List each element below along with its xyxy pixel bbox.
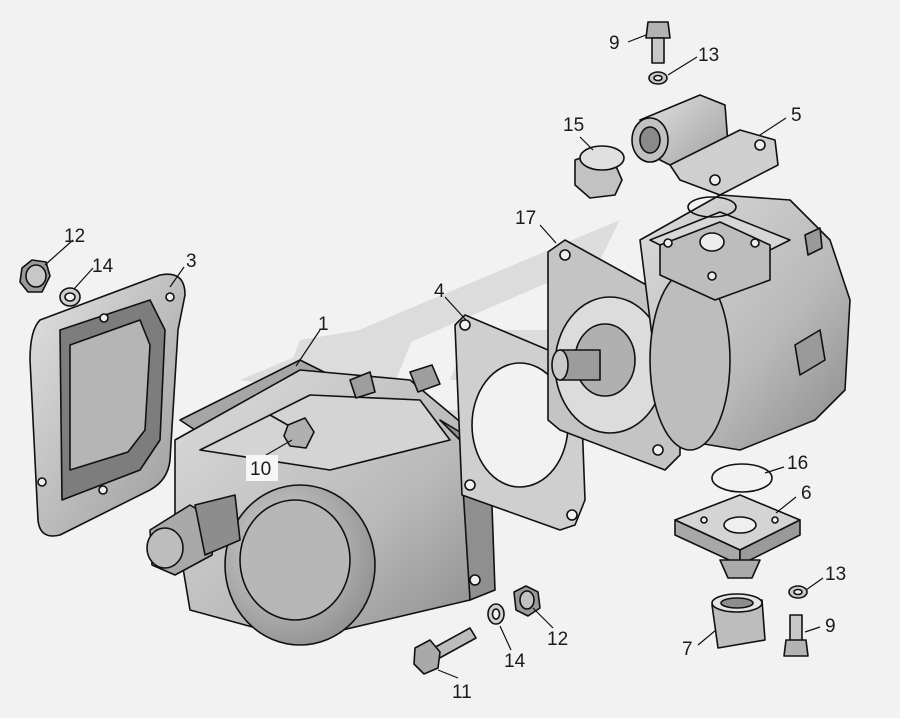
callout-5: 5 [791, 105, 802, 126]
part-9-bolt-top [645, 21, 671, 64]
callout-13-top: 13 [698, 45, 719, 66]
part-13-washer-top [648, 71, 668, 85]
part-16-o-ring [711, 463, 773, 493]
callout-7: 7 [682, 639, 693, 660]
part-7-sleeve [711, 593, 766, 649]
callout-10: 10 [250, 459, 271, 480]
callout-9-top: 9 [609, 33, 620, 54]
part-9-bolt-bottom [783, 614, 809, 657]
part-5-elbow-fitting [631, 94, 779, 196]
callout-12-bottom: 12 [547, 629, 568, 650]
part-6-flange-plate [674, 494, 801, 579]
callout-12-left: 12 [64, 226, 85, 247]
part-14-washer-bottom [487, 603, 505, 625]
part-3-cover-plate [29, 273, 186, 537]
callout-15: 15 [563, 115, 584, 136]
part-12-nut-left [19, 259, 51, 293]
part-13-washer-bottom [788, 585, 808, 599]
callout-3: 3 [186, 251, 197, 272]
part-1-housing [146, 359, 496, 646]
callout-13-bottom: 13 [825, 564, 846, 585]
callout-labels: 1 3 4 5 6 7 9 9 10 11 12 12 13 13 14 14 … [64, 33, 846, 703]
callout-17: 17 [515, 208, 536, 229]
callout-16: 16 [787, 453, 808, 474]
callout-9-bottom: 9 [825, 616, 836, 637]
o-ring-top [687, 196, 737, 218]
callout-14-left: 14 [92, 256, 114, 277]
callout-14-bottom: 14 [504, 651, 526, 672]
part-11-bolt [413, 627, 477, 675]
callout-11: 11 [452, 682, 472, 703]
callout-6: 6 [801, 483, 812, 504]
part-15-plug [574, 145, 625, 199]
part-14-washer-left [59, 287, 81, 307]
leader-lines [44, 34, 824, 679]
pump-body [639, 194, 851, 451]
callout-4: 4 [434, 281, 445, 302]
callout-1: 1 [318, 314, 329, 335]
callout-10-box [246, 455, 278, 481]
